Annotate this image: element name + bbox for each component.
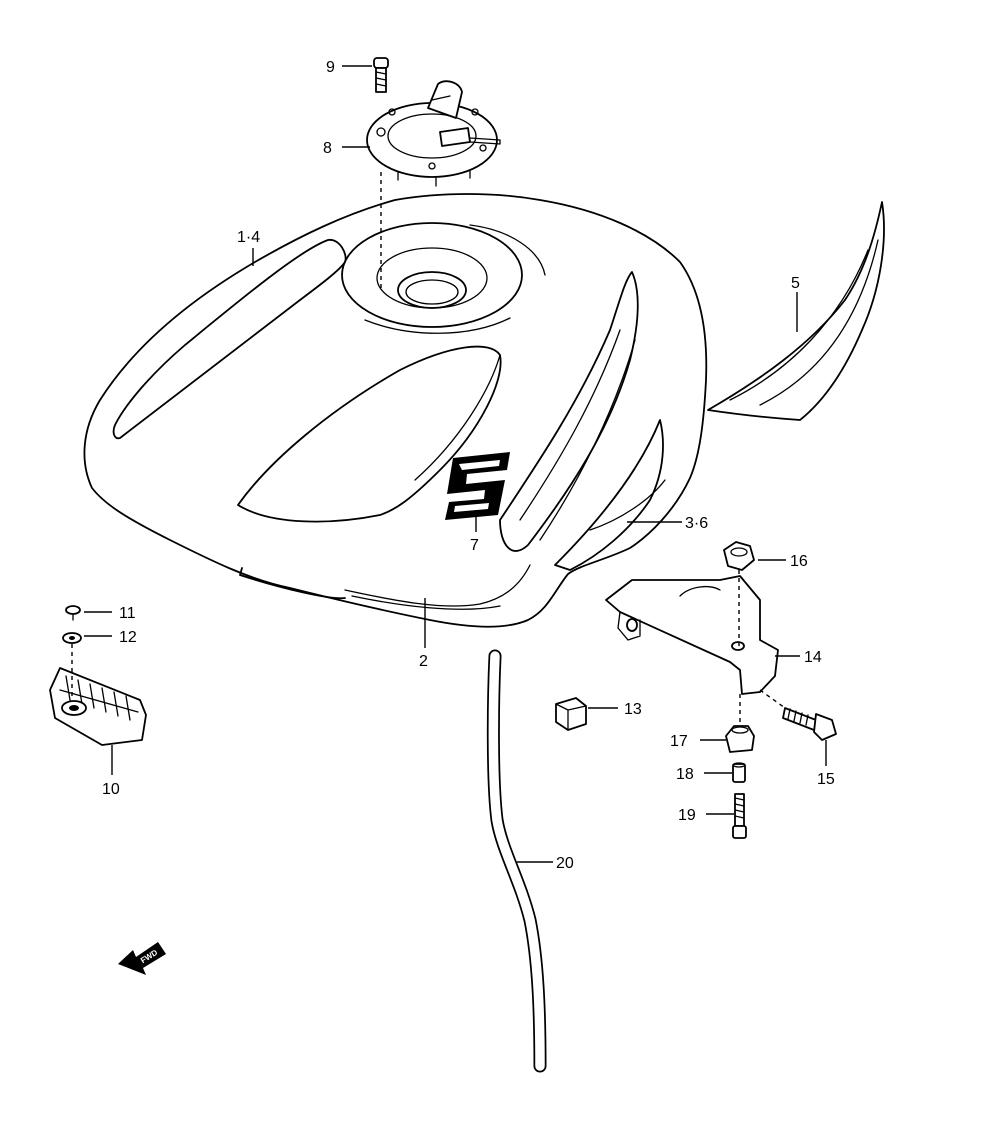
callout-17: 17: [670, 733, 688, 750]
screw-9: [373, 57, 389, 93]
collar-18: [732, 762, 746, 783]
bolt-15: [759, 689, 837, 741]
emblem: [445, 452, 510, 520]
callout-9: 9: [326, 59, 335, 76]
bolt-19: [732, 793, 747, 839]
callout-10: 10: [102, 781, 120, 798]
nut-16: [723, 541, 755, 650]
callout-labels: 1·4 2 3·6 5 7 8 9 10 11 12 13 14 15 16 1…: [102, 59, 835, 872]
callout-8: 8: [323, 140, 332, 157]
callout-16: 16: [790, 553, 808, 570]
screw-11: [65, 605, 81, 621]
washer-12: [62, 632, 82, 644]
callout-14: 14: [804, 649, 822, 666]
callout-12: 12: [119, 629, 137, 646]
damper-17: [725, 694, 755, 753]
rubber-cushion: [49, 667, 147, 746]
callout-7: 7: [470, 537, 479, 554]
callout-20: 20: [556, 855, 574, 872]
callout-15: 15: [817, 771, 835, 788]
callout-3-6: 3·6: [685, 515, 708, 532]
callout-5: 5: [791, 275, 800, 292]
callout-1-4: 1·4: [237, 229, 260, 246]
side-trim-panel: [707, 201, 885, 421]
callout-11: 11: [119, 605, 136, 622]
drain-hose-20: [486, 649, 547, 1073]
fuel-tank: [83, 172, 708, 628]
fuel-cap: [366, 80, 501, 187]
callout-18: 18: [676, 766, 694, 783]
forward-direction-arrow-icon: FWD: [118, 942, 166, 975]
callout-13: 13: [624, 701, 642, 718]
grommet-13: [555, 697, 587, 731]
bracket-14: [605, 575, 779, 695]
callout-19: 19: [678, 807, 696, 824]
callout-2: 2: [419, 653, 428, 670]
leader-lines: [84, 65, 827, 863]
